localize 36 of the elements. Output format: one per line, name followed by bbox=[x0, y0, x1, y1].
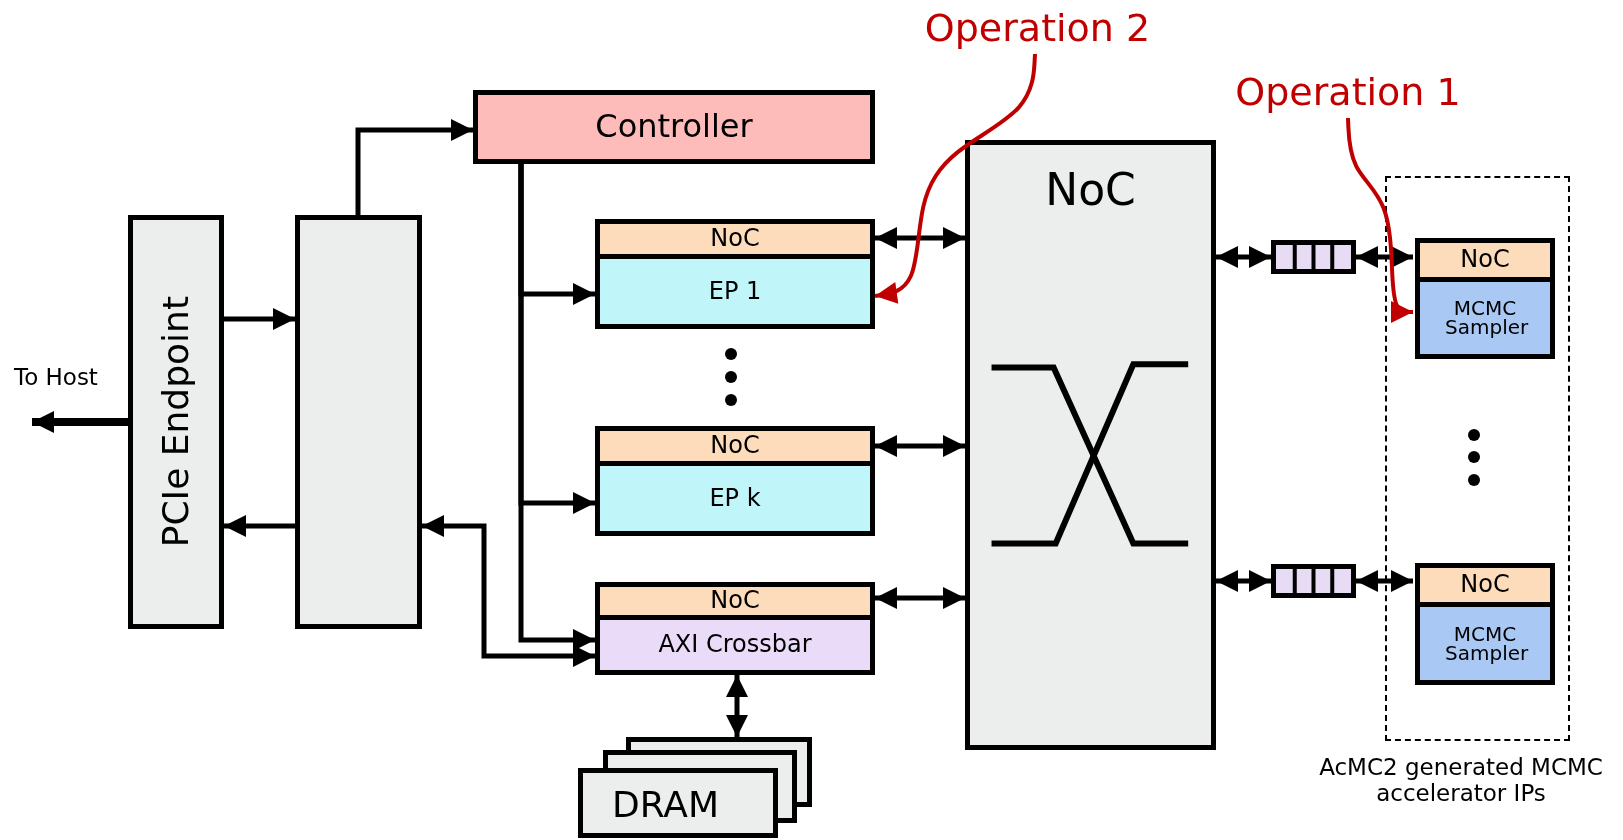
arrow bbox=[875, 587, 965, 609]
arrow bbox=[875, 227, 965, 249]
node-label: NoC bbox=[1045, 167, 1136, 214]
arrow bbox=[1216, 570, 1271, 592]
dma-block bbox=[295, 215, 422, 629]
arrow bbox=[224, 308, 295, 330]
node-label: NoC bbox=[1460, 572, 1510, 598]
node-label: Operation 2 bbox=[924, 9, 1151, 49]
node-label: EP 1 bbox=[708, 278, 762, 305]
arrow bbox=[224, 515, 295, 537]
network-block bbox=[965, 140, 1216, 750]
node-label: PCIe Endpoint bbox=[157, 296, 195, 548]
node-label: NoC bbox=[710, 588, 760, 614]
controller-box bbox=[473, 90, 875, 164]
arrow bbox=[726, 675, 748, 737]
arrow bbox=[1216, 246, 1271, 268]
arrow bbox=[355, 119, 473, 215]
arrow bbox=[422, 515, 595, 667]
dashed-group-box bbox=[1385, 176, 1570, 741]
arrow bbox=[518, 164, 595, 651]
node-label: NoC bbox=[710, 226, 760, 252]
curved-arrow bbox=[1346, 117, 1413, 323]
node-label: Operation 1 bbox=[1235, 73, 1461, 113]
arrow bbox=[1356, 246, 1413, 268]
caption-text: AcMC2 generated MCMC accelerator IPs bbox=[1318, 754, 1604, 807]
arrow bbox=[875, 435, 965, 457]
arrow bbox=[1356, 570, 1413, 592]
node-label: NoC bbox=[710, 433, 760, 459]
node-label: DRAM bbox=[612, 786, 719, 824]
memory-stack bbox=[578, 737, 814, 838]
curved-arrow bbox=[874, 53, 1037, 304]
node-label: NoC bbox=[1460, 247, 1510, 273]
endpoint-block bbox=[128, 215, 224, 629]
node-label: EP k bbox=[709, 485, 761, 512]
node-label: Controller bbox=[595, 110, 753, 144]
node-label: AXI Crossbar bbox=[658, 632, 812, 658]
